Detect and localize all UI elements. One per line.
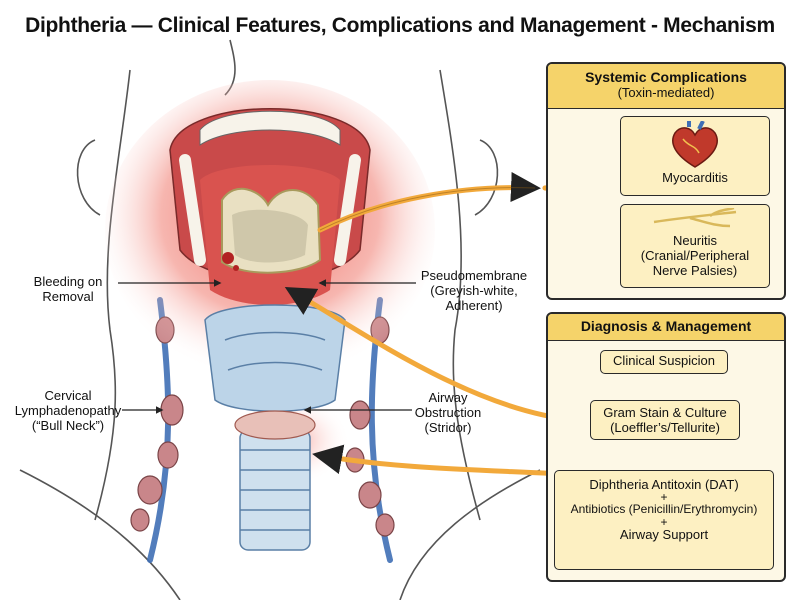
treatment-antibiotics: Antibiotics (Penicillin/Erythromycin) (570, 502, 758, 516)
treatment-airway-support: Airway Support (619, 527, 709, 542)
systemic-complications-panel: Systemic Complications (Toxin-mediated) … (546, 62, 786, 300)
myocarditis-box: Myocarditis (620, 116, 770, 196)
nerve-icon (653, 206, 737, 228)
larynx-trachea (204, 304, 346, 551)
neuritis-box: Neuritis (Cranial/Peripheral Nerve Palsi… (620, 204, 770, 288)
pointer-lines (118, 279, 416, 414)
step-clinical-suspicion: Clinical Suspicion (600, 350, 728, 374)
systemic-header: Systemic Complications (Toxin-mediated) (548, 64, 784, 109)
treatment-dat: Diphtheria Antitoxin (DAT) (589, 477, 739, 492)
neuritis-line1: Neuritis (672, 233, 718, 248)
systemic-subtitle: (Toxin-mediated) (617, 85, 715, 100)
diagnosis-management-panel: Diagnosis & Management Clinical Suspicio… (546, 312, 786, 582)
page-title: Diphtheria — Clinical Features, Complica… (25, 14, 775, 37)
management-title: Diagnosis & Management (580, 318, 752, 334)
neuritis-line3: Nerve Palsies) (652, 263, 738, 278)
step-gram-stain-culture: Gram Stain & Culture (Loeffler’s/Telluri… (590, 400, 740, 440)
pseudomembrane-patch (221, 187, 322, 274)
label-pseudomembrane: Pseudomembrane(Greyish-white,Adherent) (420, 268, 528, 313)
myocarditis-label: Myocarditis (662, 170, 728, 185)
step-treatment: Diphtheria Antitoxin (DAT) + Antibiotics… (554, 470, 774, 570)
management-header: Diagnosis & Management (548, 314, 784, 341)
neuritis-line2: (Cranial/Peripheral (640, 248, 750, 263)
head-outline (19, 39, 541, 600)
systemic-title: Systemic Complications (585, 69, 747, 85)
heart-icon (672, 119, 718, 168)
